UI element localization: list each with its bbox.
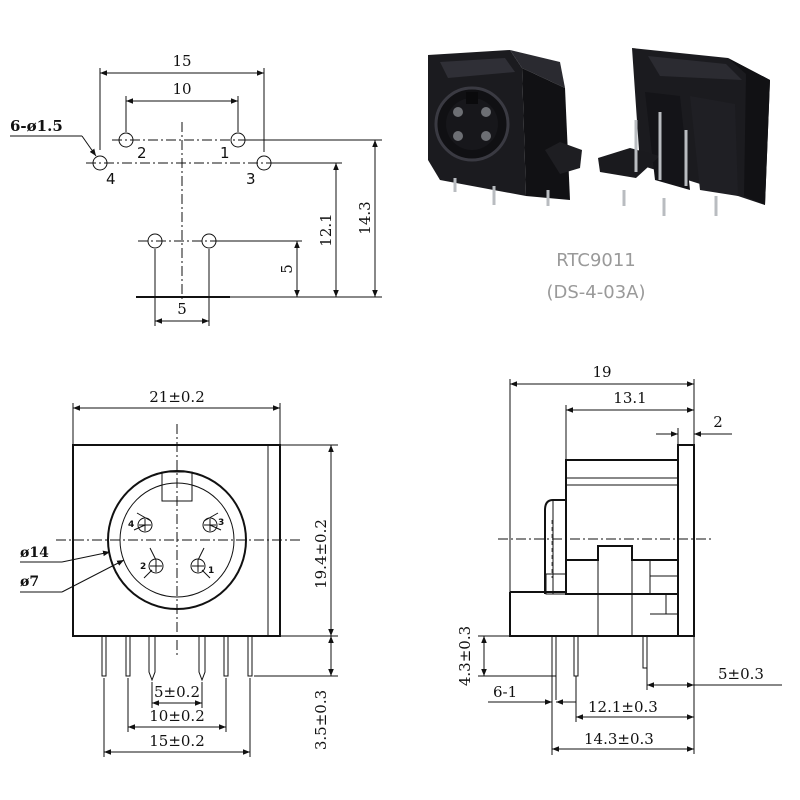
front-pin-1 bbox=[190, 547, 211, 579]
front-pin-label-3: 3 bbox=[218, 518, 224, 528]
hole-mount-left bbox=[147, 233, 163, 249]
dim-pitch-1-label: 5±0.2 bbox=[154, 683, 200, 701]
side-flange bbox=[677, 444, 695, 637]
front-pin-label-1: 1 bbox=[208, 566, 214, 576]
side-pin-front bbox=[551, 635, 557, 677]
front-pin-label-2: 2 bbox=[140, 562, 146, 572]
pin-label-2: 2 bbox=[137, 144, 147, 162]
front-pins bbox=[101, 635, 253, 682]
dim-pin-length-label: 3.5±0.3 bbox=[312, 690, 330, 750]
dim-5-h-label: 5 bbox=[177, 300, 187, 318]
dim-15-label: 15 bbox=[172, 52, 191, 70]
inner-socket bbox=[119, 482, 235, 598]
hole-mount-right bbox=[201, 233, 217, 249]
hole-pin-4 bbox=[92, 155, 108, 171]
dim-pitch-2-label: 10±0.2 bbox=[149, 707, 205, 725]
dim-flange-label: 2 bbox=[713, 413, 723, 431]
model-name: RTC9011 bbox=[556, 250, 636, 271]
connector-photo-rear bbox=[598, 48, 770, 216]
dim-height-label: 19.4±0.2 bbox=[312, 519, 330, 589]
dim-14-3-label: 14.3 bbox=[356, 201, 374, 234]
key-slot bbox=[161, 471, 193, 502]
hole-note: 6-ø1.5 bbox=[10, 117, 63, 135]
model-alt-name: (DS-4-03A) bbox=[547, 282, 646, 303]
dim-width-label: 21±0.2 bbox=[149, 388, 205, 406]
dim-12-1-label: 12.1 bbox=[317, 213, 335, 246]
footprint-view: 15 10 6-ø1.5 1 2 3 4 14.3 1 bbox=[10, 52, 382, 326]
front-pin-3 bbox=[202, 512, 222, 533]
outer-dia-label: ø14 bbox=[20, 545, 49, 561]
front-pin-label-4: 4 bbox=[128, 520, 134, 530]
side-view: 19 13.1 2 4.3±0.3 bbox=[456, 363, 782, 755]
dim-row-1-label: 12.1±0.3 bbox=[588, 698, 658, 716]
dim-row-2-label: 14.3±0.3 bbox=[584, 730, 654, 748]
connector-photo-front bbox=[428, 50, 582, 206]
side-latch bbox=[544, 499, 566, 594]
side-pin-rear bbox=[642, 635, 648, 669]
dim-rear-pin-label: 5±0.3 bbox=[718, 665, 764, 683]
dim-length-label: 19 bbox=[592, 363, 611, 381]
front-pin-2 bbox=[143, 547, 164, 579]
front-view: 21±0.2 bbox=[20, 388, 338, 757]
dim-pin-height-label: 4.3±0.3 bbox=[456, 626, 474, 686]
pin-label-4: 4 bbox=[106, 170, 116, 188]
dim-5-v-label: 5 bbox=[278, 264, 296, 274]
pin-note-label: 6-1 bbox=[493, 683, 517, 701]
pin-label-1: 1 bbox=[220, 144, 230, 162]
inner-dia-label: ø7 bbox=[20, 574, 39, 590]
front-pin-4 bbox=[133, 512, 153, 533]
hole-pin-3 bbox=[256, 155, 272, 171]
outer-shell bbox=[107, 470, 247, 610]
side-inner-step bbox=[566, 545, 678, 561]
hole-pin-2 bbox=[118, 132, 134, 148]
side-pin-mid bbox=[573, 635, 579, 677]
dim-pitch-3-label: 15±0.2 bbox=[149, 732, 205, 750]
pin-label-3: 3 bbox=[246, 170, 256, 188]
product-photo: RTC9011 (DS-4-03A) bbox=[428, 48, 770, 303]
hole-pin-1 bbox=[230, 132, 246, 148]
dim-body-label: 13.1 bbox=[613, 389, 646, 407]
side-body bbox=[565, 459, 679, 595]
dim-10-label: 10 bbox=[172, 80, 191, 98]
